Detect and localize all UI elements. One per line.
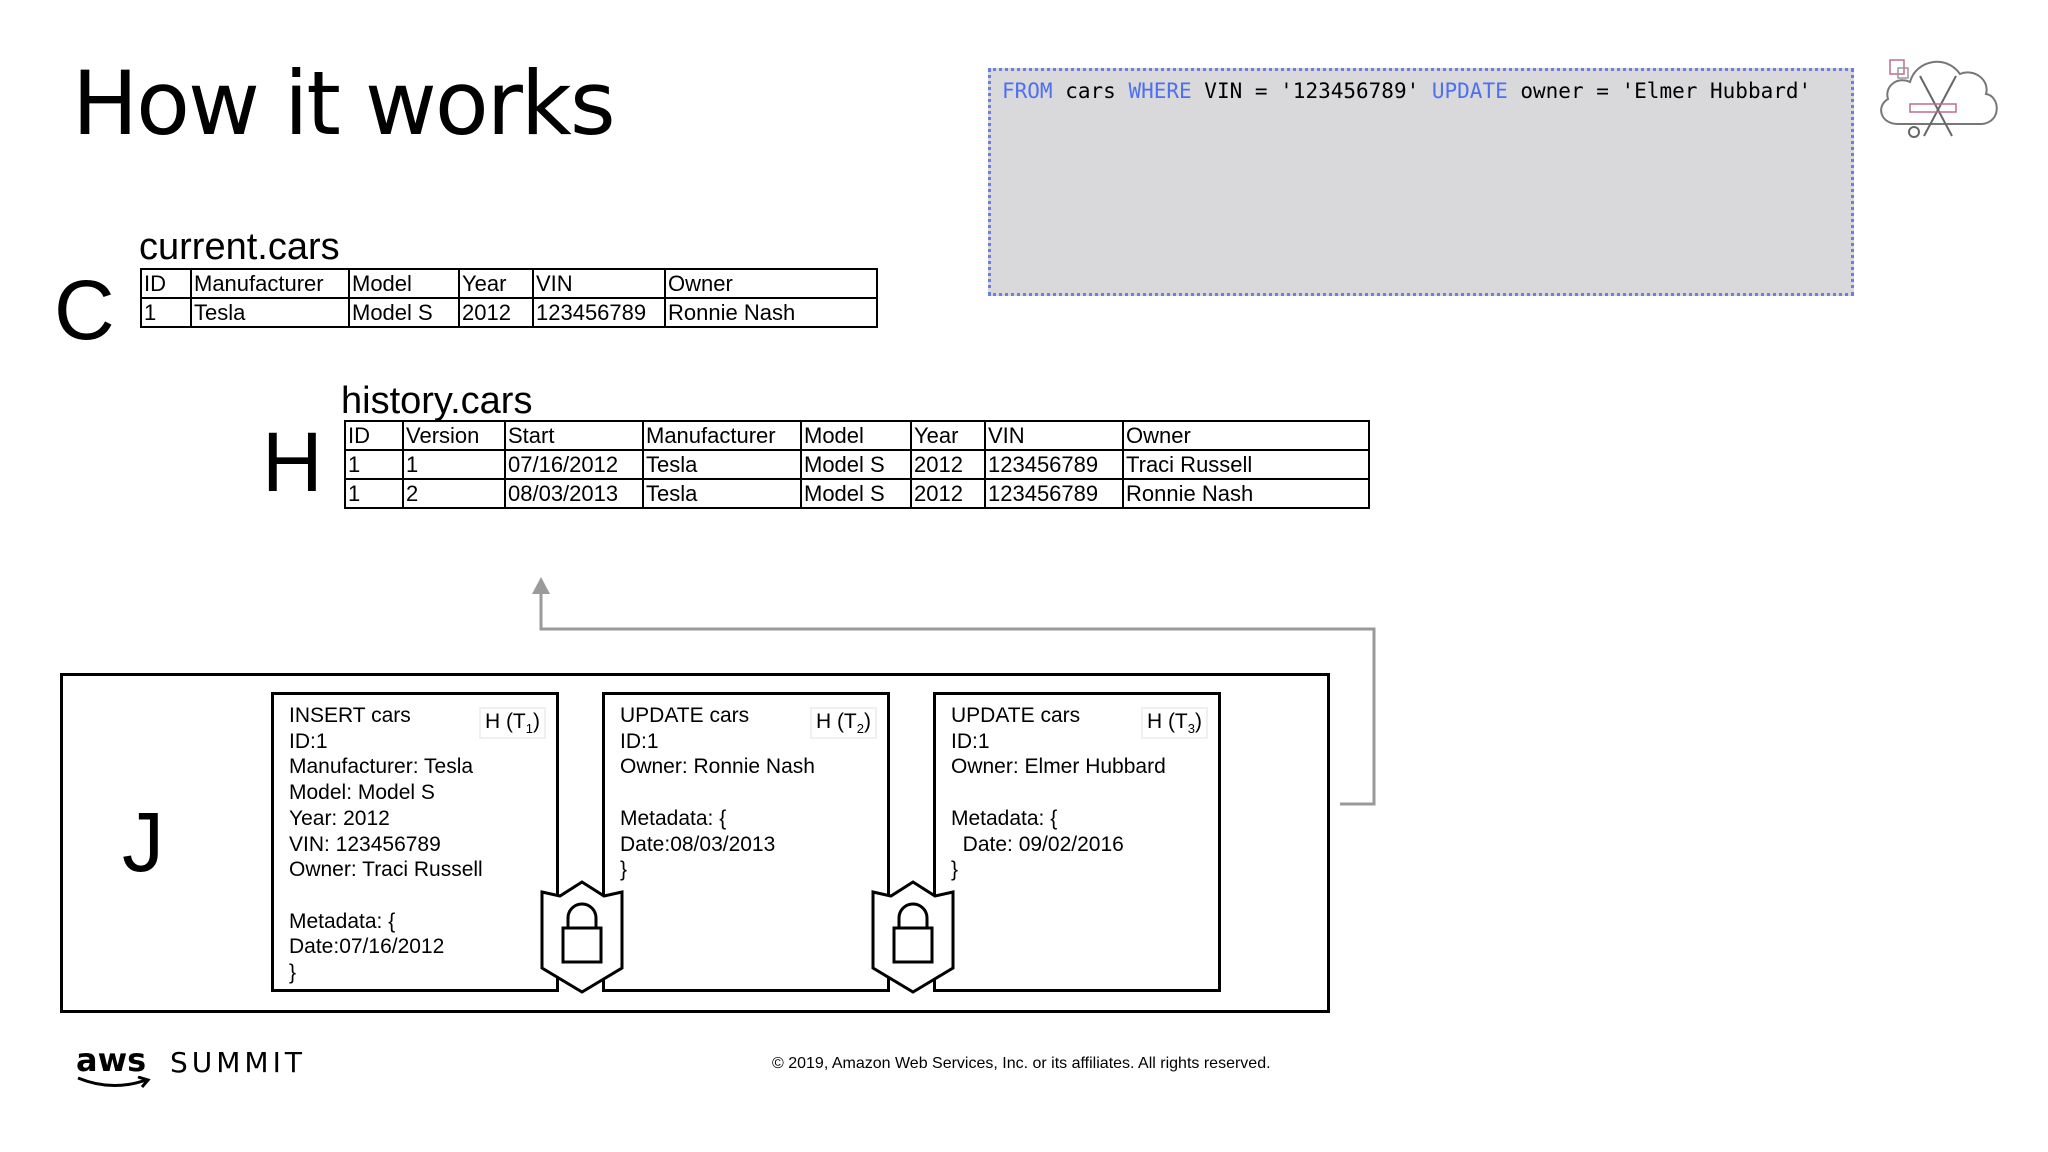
summit-wordmark: SUMMIT [170,1046,306,1079]
table-cell: Ronnie Nash [664,297,878,328]
table-cell: 2012 [910,478,986,509]
page-title: How it works [72,52,616,155]
header-cell: Owner [664,268,878,299]
header-cell: Manufacturer [642,420,802,451]
table-row: 1 1 07/16/2012 Tesla Model S 2012 123456… [344,449,1370,480]
header-cell: VIN [532,268,666,299]
sql-table: cars [1052,79,1129,103]
table-cell: 123456789 [984,449,1124,480]
aws-smile-icon [77,1075,151,1088]
table-cell: 07/16/2012 [504,449,644,480]
table-cell: 2012 [910,449,986,480]
table-cell: Model S [800,478,912,509]
sql-condition: VIN = '123456789' [1191,79,1432,103]
journal-block-text: UPDATE cars ID:1 Owner: Elmer Hubbard Me… [951,704,1166,882]
current-table: ID Manufacturer Model Year VIN Owner 1 T… [140,268,878,328]
header-cell: VIN [984,420,1124,451]
table-cell: 2012 [458,297,534,328]
journal-block-text: INSERT cars ID:1 Manufacturer: Tesla Mod… [289,704,483,985]
history-update-arrow [539,590,1376,806]
sql-set-clause: owner = 'Elmer Hubbard' [1507,79,1812,103]
current-table-name: current.cars [139,226,340,268]
sql-from-keyword: FROM [1002,79,1053,103]
table-cell: Model S [348,297,460,328]
sql-query-box: FROM cars WHERE VIN = '123456789' UPDATE… [988,68,1854,296]
journal-block-text: UPDATE cars ID:1 Owner: Ronnie Nash Meta… [620,704,815,882]
table-row: 1 Tesla Model S 2012 123456789 Ronnie Na… [140,297,878,328]
lock-shield-icon [540,880,624,994]
table-header-row: ID Manufacturer Model Year VIN Owner [140,268,878,299]
hash-label: H (T2) [809,707,877,740]
table-cell: Tesla [642,478,802,509]
table-cell: 08/03/2013 [504,478,644,509]
hash-label: H (T3) [1140,707,1208,740]
table-cell: 1 [140,297,192,328]
lock-shield-icon [871,880,955,994]
header-cell: Manufacturer [190,268,350,299]
sql-where-keyword: WHERE [1128,79,1192,103]
table-cell: 1 [402,449,506,480]
header-cell: Owner [1122,420,1370,451]
table-cell: 123456789 [532,297,666,328]
hash-label: H (T1) [478,707,546,740]
header-cell: Year [458,268,534,299]
table-cell: Tesla [642,449,802,480]
history-table-name: history.cars [341,380,533,422]
table-cell: Model S [800,449,912,480]
header-cell: Year [910,420,986,451]
table-cell: 123456789 [984,478,1124,509]
sql-update-keyword: UPDATE [1431,79,1508,103]
header-cell: ID [344,420,404,451]
journal-block-3: UPDATE cars ID:1 Owner: Elmer Hubbard Me… [933,692,1221,992]
aws-wordmark: aws [76,1041,147,1079]
journal-letter: J [122,795,164,889]
journal-container [60,673,1330,1013]
header-cell: Model [348,268,460,299]
header-cell: Version [402,420,506,451]
header-cell: Model [800,420,912,451]
table-cell: 2 [402,478,506,509]
arrow-head [532,577,550,594]
current-letter: C [54,263,115,357]
table-cell: 1 [344,478,404,509]
journal-block-1: INSERT cars ID:1 Manufacturer: Tesla Mod… [271,692,559,992]
copyright-text: © 2019, Amazon Web Services, Inc. or its… [772,1055,1271,1072]
aws-logo: aws [76,1044,154,1095]
header-cell: ID [140,268,192,299]
history-table: ID Version Start Manufacturer Model Year… [344,420,1370,509]
table-cell: Tesla [190,297,350,328]
table-header-row: ID Version Start Manufacturer Model Year… [344,420,1370,451]
cloud-tools-icon [1880,59,1998,138]
table-cell: Traci Russell [1122,449,1370,480]
history-letter: H [262,415,323,509]
table-cell: 1 [344,449,404,480]
journal-block-2: UPDATE cars ID:1 Owner: Ronnie Nash Meta… [602,692,890,992]
table-row: 1 2 08/03/2013 Tesla Model S 2012 123456… [344,478,1370,509]
table-cell: Ronnie Nash [1122,478,1370,509]
header-cell: Start [504,420,644,451]
